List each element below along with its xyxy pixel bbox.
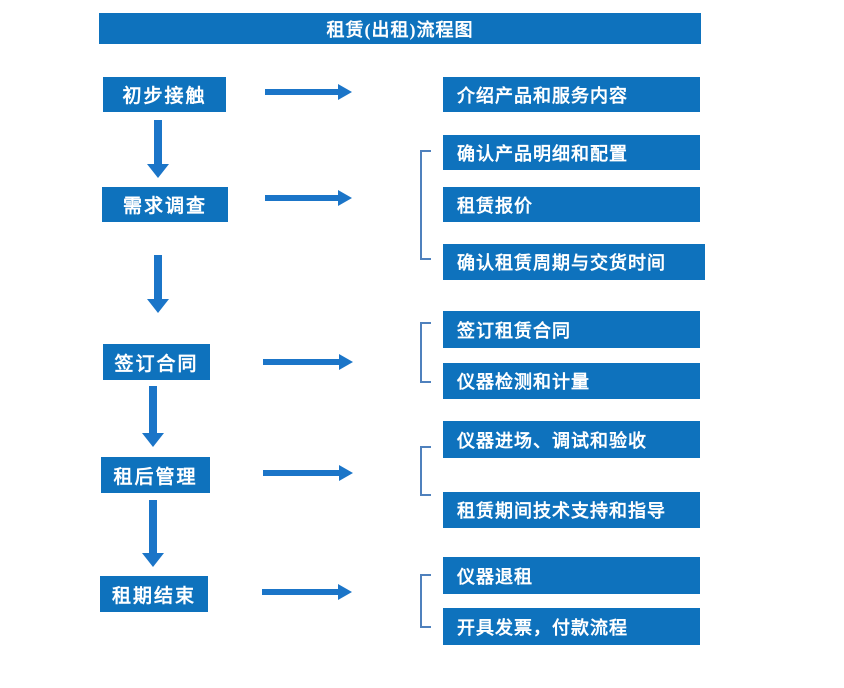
down-arrow-head <box>147 164 169 178</box>
detail-node-tech-support: 租赁期间技术支持和指导 <box>443 492 700 528</box>
down-arrow-icon <box>142 500 164 567</box>
right-arrow-shaft <box>265 195 338 201</box>
detail-node-rental-quote: 租赁报价 <box>443 187 700 222</box>
detail-node-invoice-payment: 开具发票，付款流程 <box>443 608 700 645</box>
down-arrow-head <box>142 433 164 447</box>
group-bracket <box>420 446 431 496</box>
detail-node-confirm-period: 确认租赁周期与交货时间 <box>443 244 705 280</box>
right-arrow-icon <box>265 190 352 206</box>
group-bracket <box>420 150 431 260</box>
right-arrow-head <box>338 84 352 100</box>
right-arrow-icon <box>263 354 353 370</box>
right-arrow-head <box>339 354 353 370</box>
down-arrow-shaft <box>149 386 157 433</box>
down-arrow-shaft <box>154 255 162 299</box>
down-arrow-head <box>142 553 164 567</box>
step-node-rental-end: 租期结束 <box>100 576 208 612</box>
down-arrow-icon <box>147 255 169 313</box>
right-arrow-shaft <box>265 89 338 95</box>
down-arrow-head <box>147 299 169 313</box>
detail-node-sign-rental-contract: 签订租赁合同 <box>443 311 700 348</box>
detail-node-equipment-setup: 仪器进场、调试和验收 <box>443 421 700 458</box>
step-node-post-rental: 租后管理 <box>101 457 210 493</box>
right-arrow-head <box>338 190 352 206</box>
down-arrow-icon <box>147 120 169 178</box>
right-arrow-head <box>339 465 353 481</box>
right-arrow-icon <box>263 465 353 481</box>
group-bracket <box>420 574 431 628</box>
right-arrow-shaft <box>263 359 339 365</box>
right-arrow-icon <box>265 84 352 100</box>
step-node-needs-survey: 需求调查 <box>102 187 228 222</box>
detail-node-equipment-return: 仪器退租 <box>443 557 700 594</box>
down-arrow-shaft <box>149 500 157 553</box>
step-node-initial-contact: 初步接触 <box>103 77 226 112</box>
step-node-sign-contract: 签订合同 <box>103 344 210 380</box>
down-arrow-icon <box>142 386 164 447</box>
detail-node-instrument-testing: 仪器检测和计量 <box>443 363 700 399</box>
detail-node-introduce-products: 介绍产品和服务内容 <box>443 77 700 112</box>
flowchart-title: 租赁(出租)流程图 <box>99 13 701 44</box>
right-arrow-shaft <box>262 589 338 595</box>
right-arrow-shaft <box>263 470 339 476</box>
detail-node-confirm-details: 确认产品明细和配置 <box>443 135 700 170</box>
right-arrow-head <box>338 584 352 600</box>
right-arrow-icon <box>262 584 352 600</box>
group-bracket <box>420 322 431 383</box>
down-arrow-shaft <box>154 120 162 164</box>
